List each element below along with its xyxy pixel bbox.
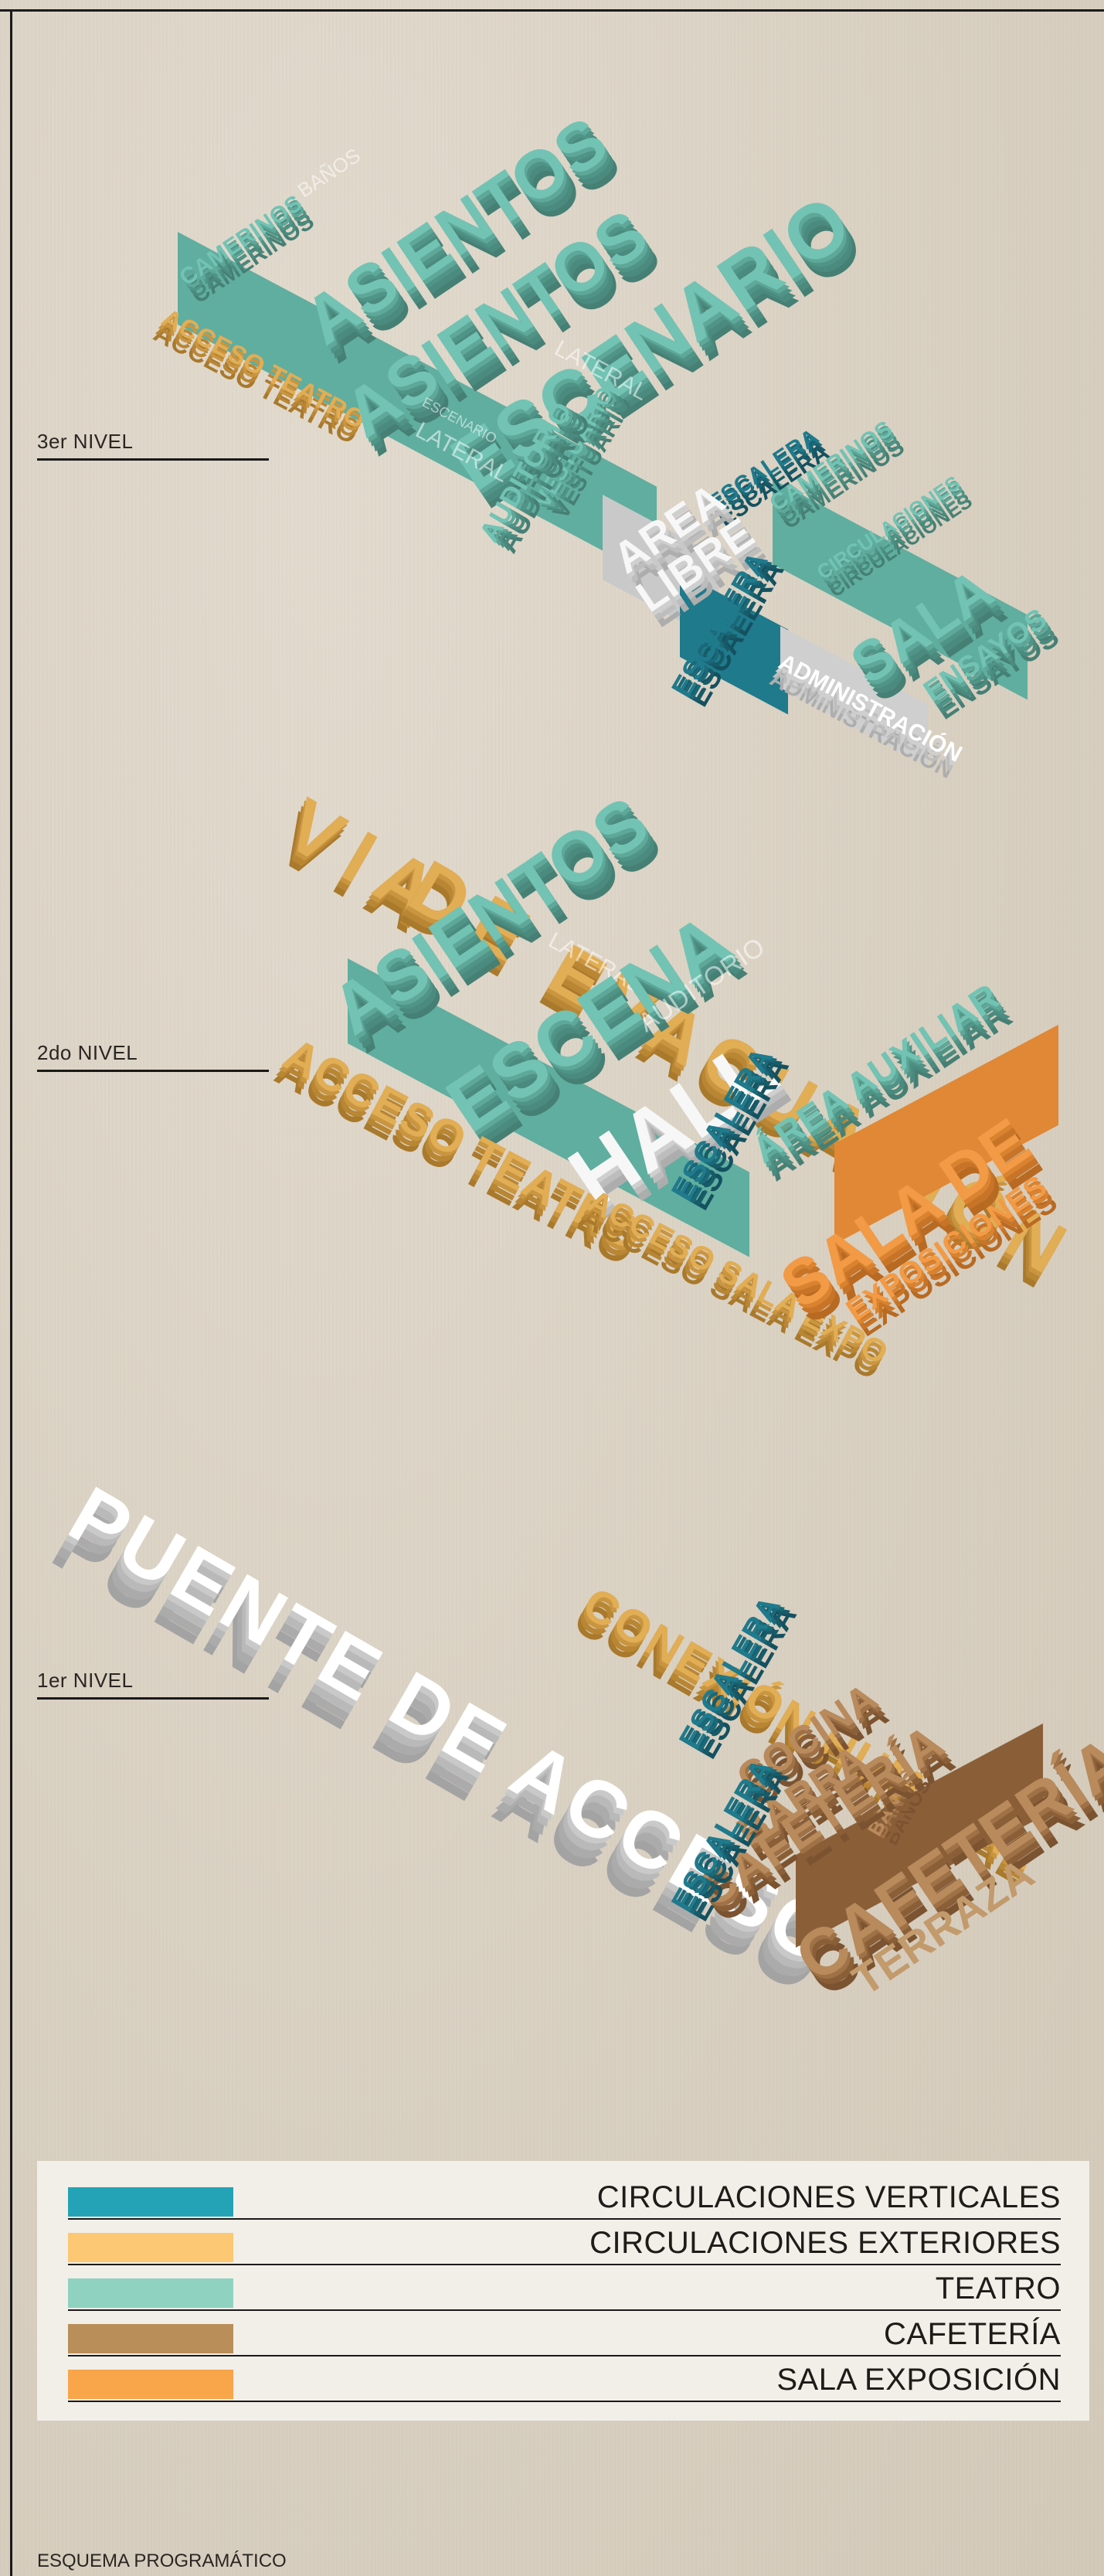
level-label-3: 3er NIVEL xyxy=(37,430,269,461)
legend-label: CIRCULACIONES EXTERIORES xyxy=(589,2226,1061,2261)
legend-item-sala-exposicion: SALA EXPOSICIÓN xyxy=(68,2357,1061,2402)
legend-swatch xyxy=(68,2233,233,2262)
legend-label: SALA EXPOSICIÓN xyxy=(776,2363,1061,2397)
legend-swatch xyxy=(68,2278,233,2308)
legend-item-circulaciones-exteriores: CIRCULACIONES EXTERIORES xyxy=(68,2220,1061,2265)
footer-caption: ESQUEMA PROGRAMÁTICO xyxy=(37,2550,287,2572)
legend-label: CAFETERÍA xyxy=(884,2317,1061,2352)
frame-border-top xyxy=(0,9,1104,12)
legend-label: CIRCULACIONES VERTICALES xyxy=(597,2180,1061,2215)
legend-item-circulaciones-verticales: CIRCULACIONES VERTICALES xyxy=(68,2175,1061,2220)
legend-swatch xyxy=(68,2370,233,2399)
legend-swatch xyxy=(68,2187,233,2217)
legend: CIRCULACIONES VERTICALES CIRCULACIONES E… xyxy=(37,2161,1089,2421)
legend-label: TEATRO xyxy=(936,2271,1061,2306)
level-label-2: 2do NIVEL xyxy=(37,1041,269,1072)
level-label-1: 1er NIVEL xyxy=(37,1669,269,1700)
frame-border-left xyxy=(10,9,12,2576)
legend-item-cafeteria: CAFETERÍA xyxy=(68,2312,1061,2357)
legend-item-teatro: TEATRO xyxy=(68,2266,1061,2311)
legend-swatch xyxy=(68,2324,233,2353)
